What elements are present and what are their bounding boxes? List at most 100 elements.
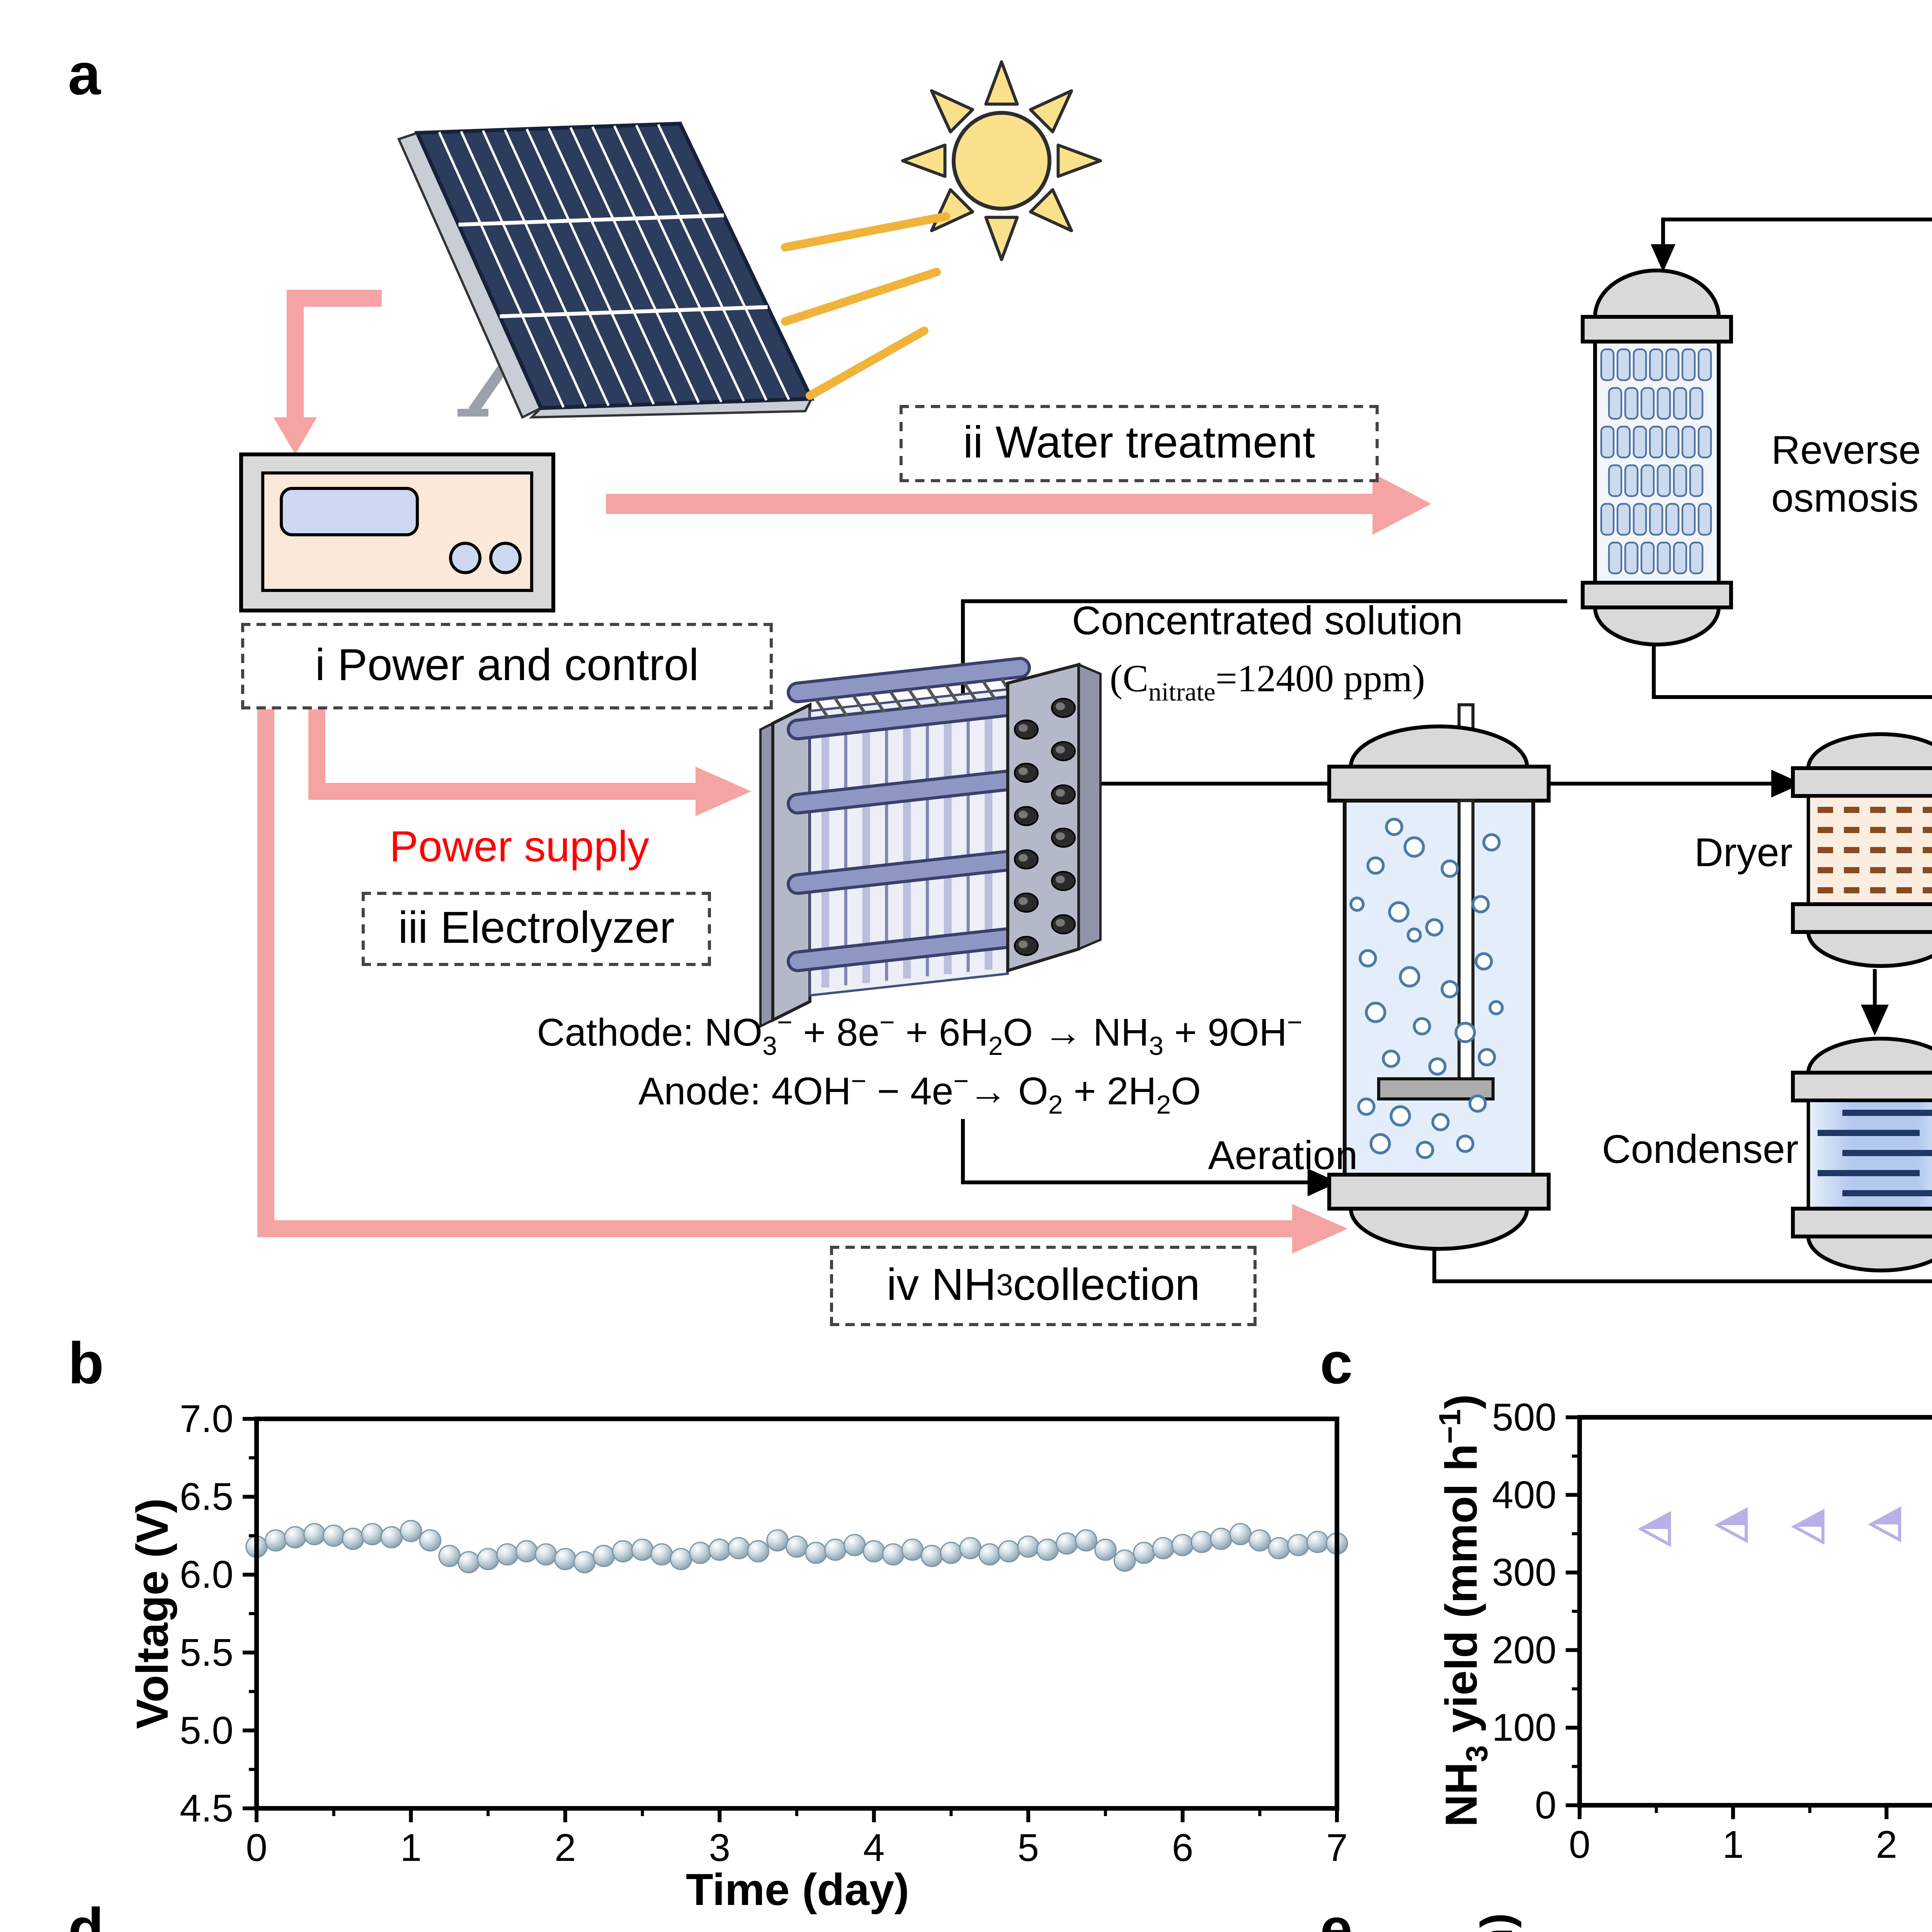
anode-equation: Anode: 4OH− − 4e−→ O2 + 2H2O — [638, 1066, 1201, 1120]
b-xlabel: Time (day) — [685, 1866, 910, 1916]
svg-text:0: 0 — [1569, 1823, 1590, 1866]
data-point — [265, 1529, 287, 1552]
svg-text:4.5: 4.5 — [180, 1787, 233, 1830]
svg-text:1: 1 — [1722, 1823, 1744, 1866]
data-point — [284, 1526, 306, 1549]
data-point — [380, 1526, 403, 1549]
data-point — [322, 1524, 345, 1547]
sun-icon — [781, 60, 1102, 400]
data-point — [670, 1548, 692, 1570]
step-water-treatment: ii Water treatment — [900, 405, 1379, 482]
display-screen — [280, 487, 419, 536]
electrolyzer-stack — [759, 657, 1102, 1028]
svg-text:6.0: 6.0 — [180, 1553, 233, 1596]
data-point — [303, 1523, 326, 1546]
data-point — [400, 1520, 422, 1543]
c-ylabel: NH3 yield (mmol h−1) — [1434, 1394, 1495, 1827]
data-point — [496, 1543, 519, 1566]
panel-letter-b: b — [68, 1332, 104, 1397]
data-point — [843, 1534, 866, 1556]
data-point — [554, 1548, 577, 1570]
data-point — [1268, 1537, 1291, 1560]
svg-text:300: 300 — [1492, 1551, 1556, 1594]
data-point — [978, 1543, 1001, 1566]
knob — [489, 542, 522, 574]
concentrated-solution-label: Concentrated solution — [1072, 597, 1463, 644]
svg-text:2: 2 — [1876, 1823, 1897, 1866]
data-point — [592, 1545, 615, 1567]
dryer-label: Dryer — [1694, 829, 1793, 876]
process-diagram — [239, 60, 1932, 1283]
data-point — [438, 1545, 461, 1567]
data-point — [612, 1540, 634, 1563]
svg-text:1: 1 — [400, 1826, 422, 1869]
condenser-label: Condenser — [1602, 1126, 1799, 1172]
svg-text:500: 500 — [1492, 1396, 1556, 1439]
dryer-vessel — [1791, 732, 1932, 968]
data-point — [515, 1540, 538, 1563]
data-point — [728, 1537, 750, 1560]
power-control-box — [239, 452, 555, 612]
svg-text:3: 3 — [709, 1826, 730, 1869]
data-point — [1287, 1534, 1310, 1556]
aeration-label: Aeration — [1208, 1132, 1358, 1179]
condenser-vessel — [1791, 1037, 1932, 1272]
data-point — [862, 1540, 885, 1563]
step-electrolyzer: iii Electrolyzer — [362, 892, 711, 966]
chart-c: 012345670100200300400500 — [1492, 1396, 1932, 1866]
power-supply-label: Power supply — [389, 822, 650, 871]
svg-text:4: 4 — [863, 1826, 885, 1869]
svg-text:0: 0 — [1535, 1784, 1556, 1827]
svg-text:400: 400 — [1492, 1473, 1556, 1517]
data-point — [786, 1535, 808, 1558]
data-point — [650, 1543, 673, 1566]
svg-text:6.5: 6.5 — [180, 1475, 233, 1519]
data-point — [1210, 1527, 1233, 1550]
data-point — [1113, 1549, 1136, 1572]
data-point — [535, 1543, 557, 1566]
data-point — [1306, 1531, 1329, 1553]
panel-letter-a: a — [68, 43, 101, 108]
svg-text:7.0: 7.0 — [180, 1397, 233, 1440]
svg-text:7: 7 — [1326, 1826, 1348, 1869]
svg-text:5.0: 5.0 — [180, 1709, 233, 1752]
data-point — [477, 1548, 499, 1570]
data-point — [766, 1529, 789, 1552]
data-point — [1248, 1529, 1271, 1552]
data-point — [1036, 1538, 1059, 1561]
data-point — [1190, 1531, 1213, 1553]
aeration-column — [1327, 703, 1551, 1251]
data-point — [361, 1523, 384, 1546]
data-point — [1094, 1538, 1117, 1561]
data-point — [457, 1551, 480, 1573]
data-point — [708, 1538, 731, 1561]
reverse-osmosis-column — [1581, 269, 1733, 646]
data-point — [573, 1551, 596, 1573]
b-ylabel: Voltage (V) — [129, 1498, 179, 1729]
svg-text:200: 200 — [1492, 1628, 1556, 1672]
data-point — [824, 1538, 847, 1561]
step-power-and-control: i Power and control — [241, 623, 773, 709]
data-point — [882, 1543, 905, 1566]
concentrated-conc-label: (Cnitrate=12400 ppm) — [1109, 659, 1425, 707]
svg-text:5.5: 5.5 — [180, 1631, 233, 1674]
data-point — [940, 1541, 963, 1564]
data-point — [419, 1529, 442, 1552]
data-point — [1133, 1541, 1155, 1564]
e-ylabel: Residual NO3− in purified water (ppm) — [1412, 1913, 1525, 1932]
data-point — [1075, 1529, 1097, 1552]
svg-text:0: 0 — [246, 1826, 267, 1869]
data-point — [920, 1545, 943, 1567]
data-point — [1152, 1537, 1175, 1560]
panel-letter-c: c — [1320, 1332, 1353, 1397]
data-point — [631, 1538, 654, 1561]
data-point — [805, 1541, 827, 1564]
knob — [449, 542, 481, 574]
svg-text:100: 100 — [1492, 1706, 1556, 1749]
panel-letter-e: e — [1320, 1898, 1353, 1932]
data-point — [747, 1540, 769, 1563]
svg-text:6: 6 — [1172, 1826, 1194, 1869]
